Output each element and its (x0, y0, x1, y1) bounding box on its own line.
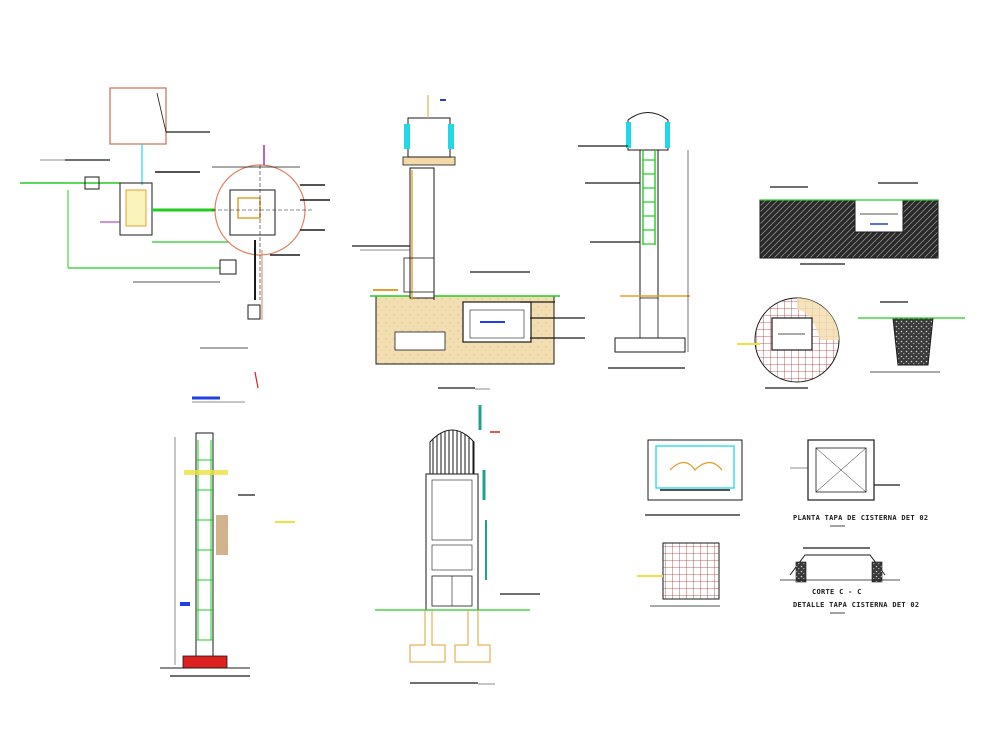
elevated-tank-section (352, 95, 585, 390)
site-plan-view (20, 87, 330, 403)
label-corte: CORTE C - C (812, 588, 862, 596)
tank-tower-elevation (375, 405, 540, 685)
circular-detail (737, 297, 840, 389)
gravel-pit-detail (858, 301, 965, 373)
planta-tapa-detail: PLANTA TAPA DE CISTERNA DET 02 (790, 439, 928, 527)
reinforcement-grid (637, 542, 720, 607)
soil-cross-section (759, 182, 939, 265)
cistern-plan-detail (645, 439, 743, 516)
label-planta-tapa: PLANTA TAPA DE CISTERNA DET 02 (793, 514, 928, 522)
column-elevation (160, 432, 295, 677)
tower-ladder-elevation (578, 112, 690, 369)
corte-cc-detail: CORTE C - C DETALLE TAPA CISTERNA DET 02 (780, 547, 919, 614)
label-detalle-tapa: DETALLE TAPA CISTERNA DET 02 (793, 601, 919, 609)
